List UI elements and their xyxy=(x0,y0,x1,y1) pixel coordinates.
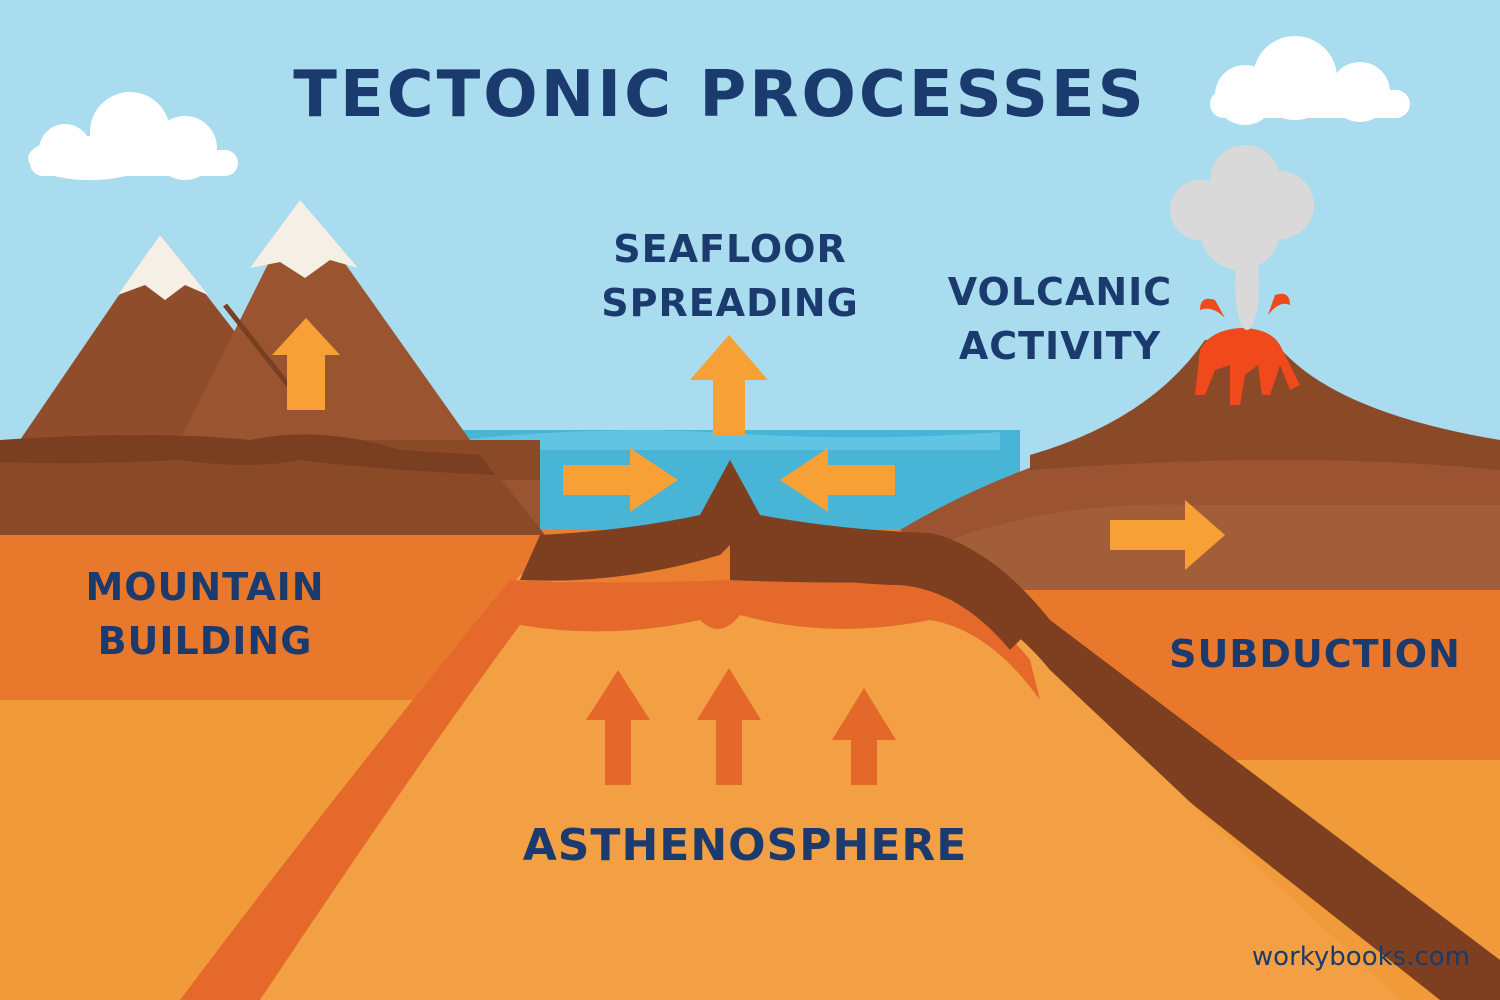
oceanic-crust xyxy=(520,460,1040,650)
eruption-plume xyxy=(1170,145,1314,330)
snow-cap xyxy=(250,200,358,278)
mantle-layer xyxy=(180,580,1040,1000)
mountain-building-label: MOUNTAIN BUILDING xyxy=(60,560,350,668)
page-title: TECTONIC PROCESSES xyxy=(293,58,1147,132)
cloud-icon xyxy=(28,92,238,180)
mountain-label-line1: MOUNTAIN xyxy=(85,565,325,609)
lava-splash xyxy=(1200,293,1290,318)
arrow-icon xyxy=(586,668,896,785)
mountain-fold xyxy=(0,434,495,475)
mountain-icon xyxy=(180,200,470,440)
subduction-label: SUBDUCTION xyxy=(1169,632,1461,676)
seafloor-spreading-label: SEAFLOOR SPREADING xyxy=(590,222,870,330)
subducting-plate xyxy=(730,533,1500,1000)
arrow-icon xyxy=(272,318,1225,570)
mountain-label-line2: BUILDING xyxy=(97,619,313,663)
volcanic-label-line1: VOLCANIC xyxy=(947,270,1173,314)
asthenosphere-region xyxy=(180,575,1400,1000)
volcanic-label-line2: ACTIVITY xyxy=(958,324,1162,368)
volcanic-activity-label: VOLCANIC ACTIVITY xyxy=(925,265,1195,373)
volcano-icon xyxy=(1030,335,1500,470)
asthenosphere-label: ASTHENOSPHERE xyxy=(522,820,968,871)
seafloor-label-line1: SEAFLOOR xyxy=(613,227,847,271)
cloud-icon xyxy=(1210,36,1410,125)
snow-cap xyxy=(118,235,208,300)
watermark: workybooks.com xyxy=(1251,942,1470,972)
right-strata-band xyxy=(950,504,1500,590)
ocean-surface xyxy=(460,430,1000,450)
lava-flow xyxy=(1195,328,1300,405)
seafloor-label-line2: SPREADING xyxy=(601,281,859,325)
